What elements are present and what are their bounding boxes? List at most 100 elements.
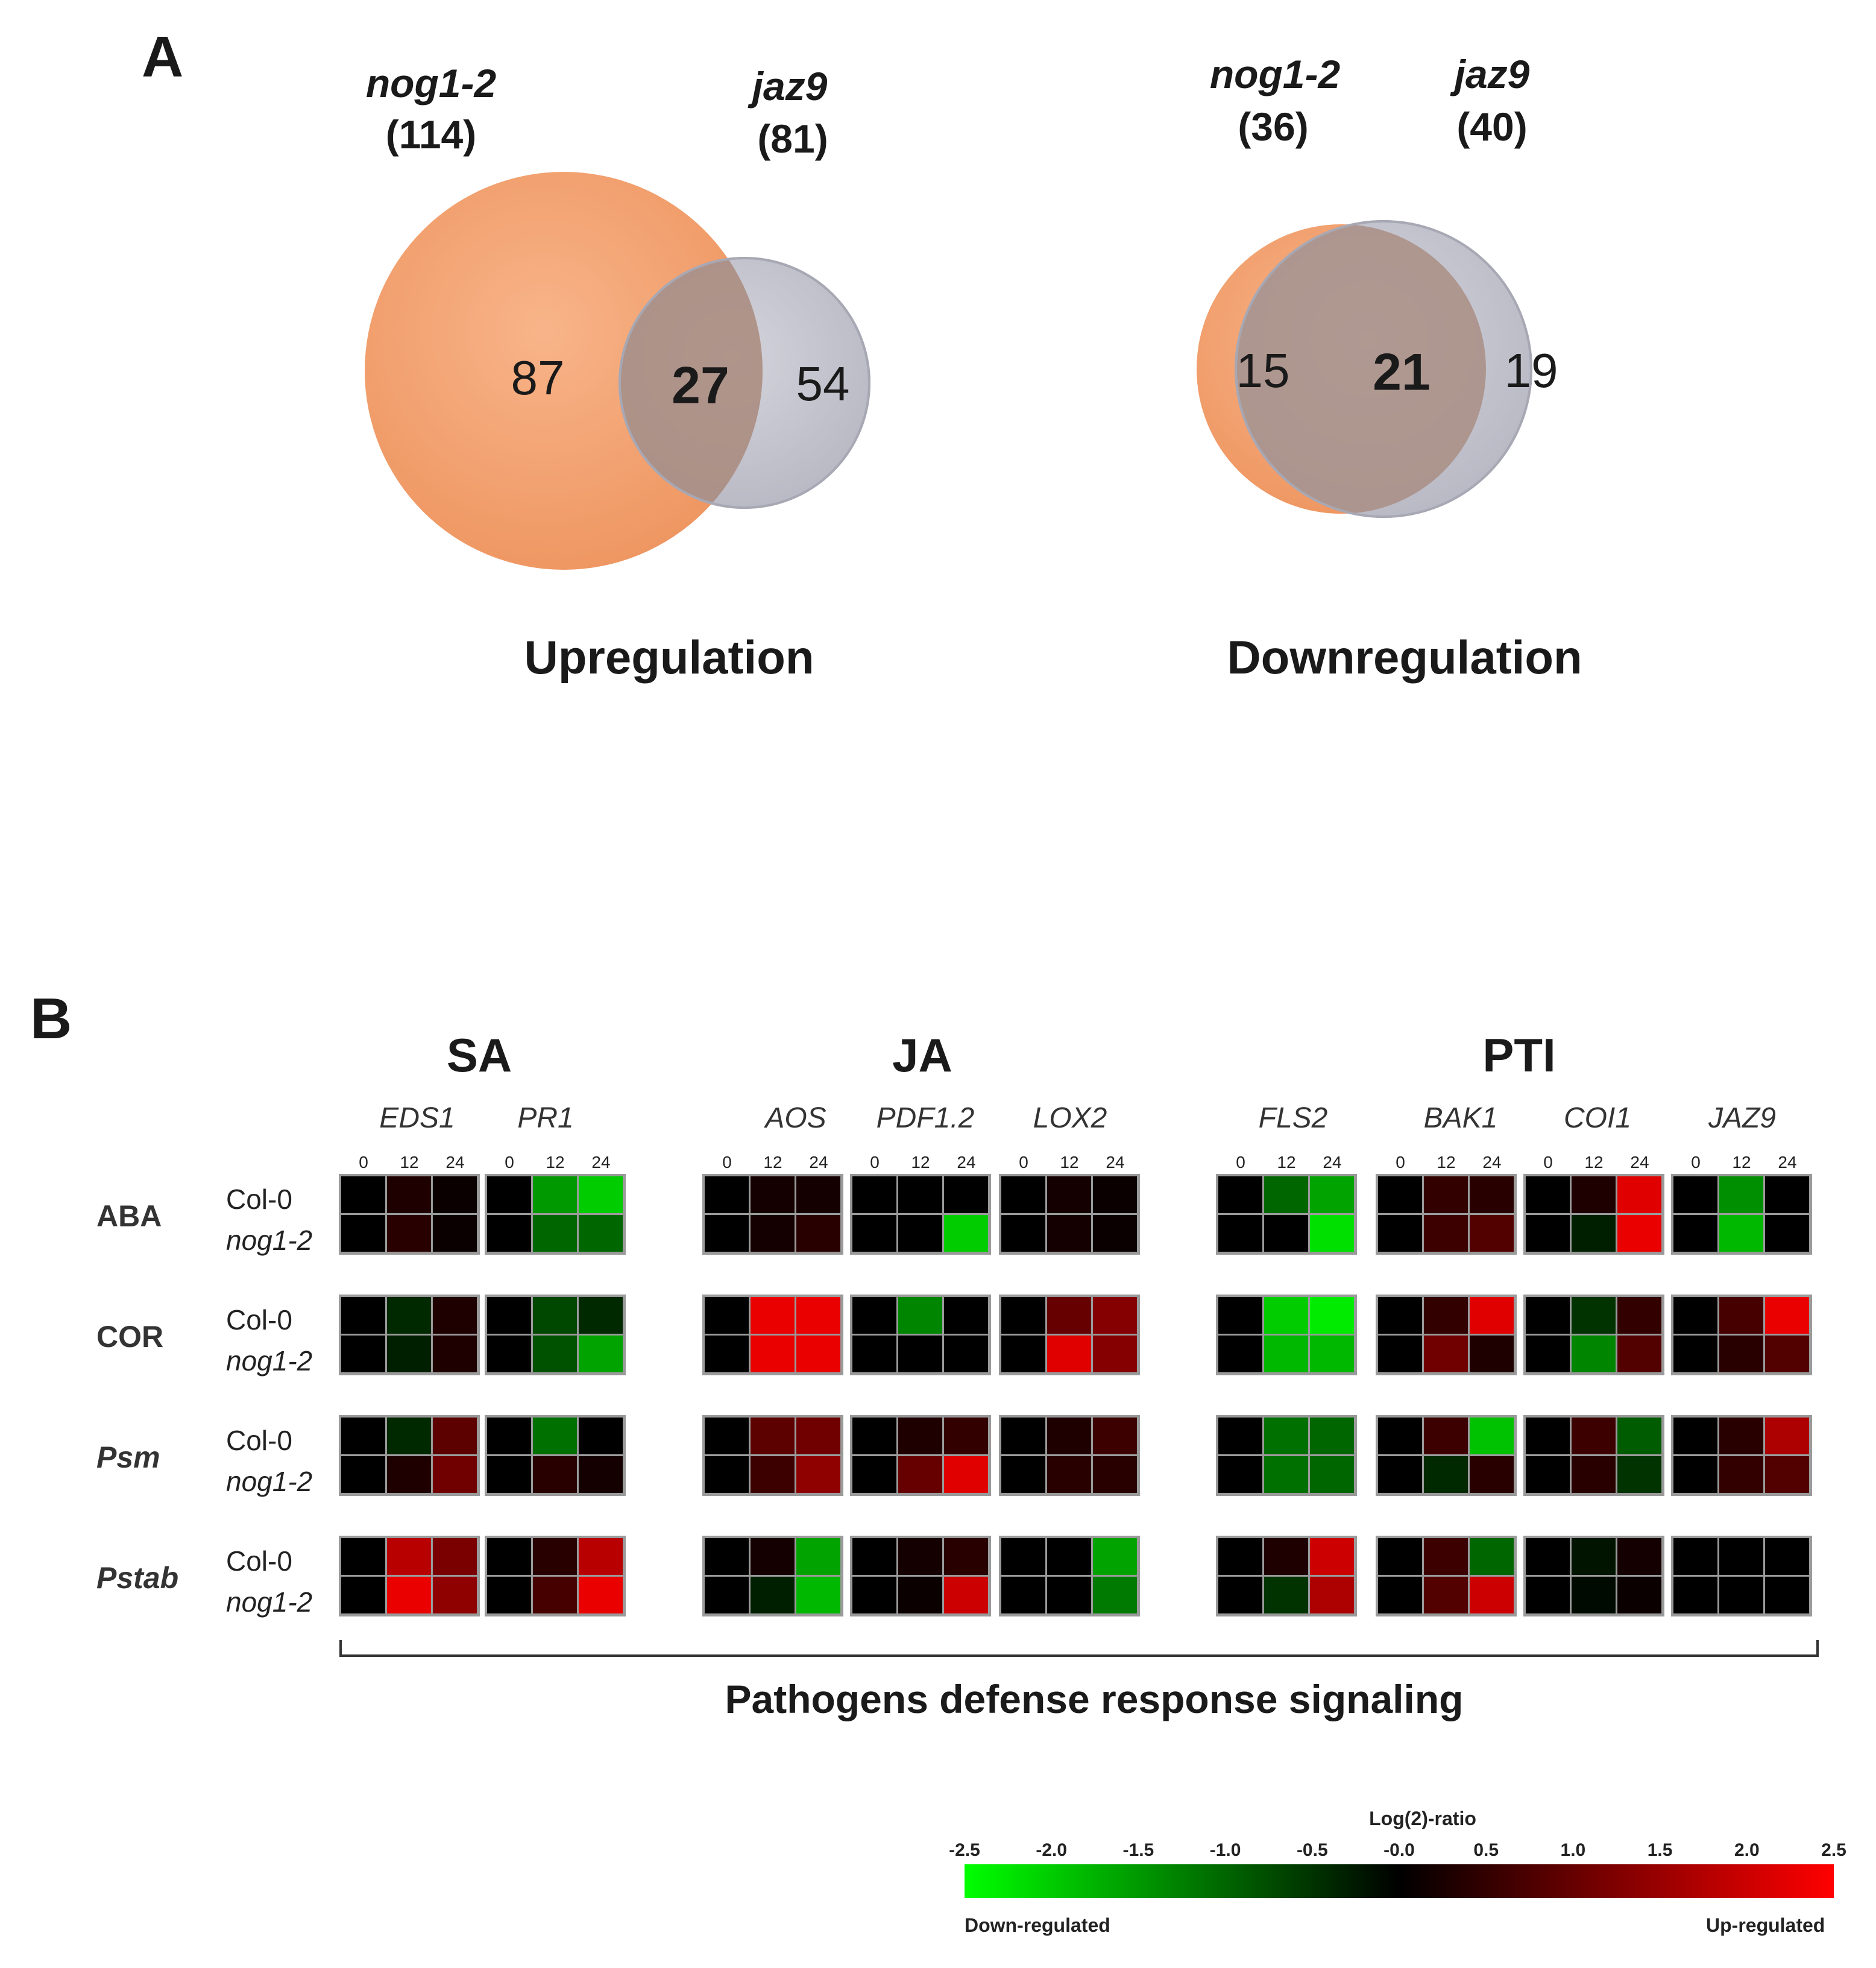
heatmap-cell bbox=[387, 1577, 431, 1613]
heatmap-cell bbox=[487, 1336, 531, 1372]
heatmap-cell bbox=[579, 1577, 623, 1613]
time-tick-label: 0 bbox=[1019, 1153, 1028, 1172]
heatmap-cell bbox=[1378, 1456, 1422, 1493]
colorbar bbox=[965, 1864, 1834, 1898]
heatmap-cell bbox=[579, 1297, 623, 1334]
heatmap-block-frame bbox=[1376, 1536, 1517, 1616]
heatmap-cell bbox=[1047, 1538, 1091, 1575]
time-tick-label: 12 bbox=[1060, 1153, 1079, 1172]
heatmap-cell bbox=[1673, 1456, 1717, 1493]
time-tick-label: 24 bbox=[1106, 1153, 1125, 1172]
heatmap-cell bbox=[796, 1336, 840, 1372]
venn-down-both: 21 bbox=[1373, 343, 1431, 402]
heatmap-cell bbox=[487, 1215, 531, 1252]
genotype-label-aba-col0: Col-0 bbox=[226, 1184, 292, 1215]
genotype-label-pstab-col0: Col-0 bbox=[226, 1545, 292, 1577]
heatmap-cell bbox=[852, 1215, 896, 1252]
genotype-label-aba-nog12: nog1-2 bbox=[226, 1225, 313, 1256]
heatmap-cell bbox=[341, 1297, 385, 1334]
heatmap-cell bbox=[852, 1176, 896, 1213]
time-tick-label: 12 bbox=[400, 1153, 419, 1172]
heatmap-cell bbox=[796, 1577, 840, 1613]
heatmap-cell bbox=[1673, 1418, 1717, 1454]
heatmap-cell bbox=[1378, 1577, 1422, 1613]
heatmap-cell bbox=[1093, 1336, 1137, 1372]
heatmap-cell bbox=[852, 1538, 896, 1575]
heatmap-block-frame bbox=[339, 1174, 480, 1255]
heatmap-cell bbox=[1378, 1336, 1422, 1372]
heatmap-cell bbox=[796, 1297, 840, 1334]
heatmap-cell bbox=[1470, 1577, 1514, 1613]
heatmap-cell bbox=[1673, 1176, 1717, 1213]
heatmap-cell bbox=[1617, 1577, 1661, 1613]
heatmap-block-frame bbox=[339, 1415, 480, 1496]
heatmap-cell bbox=[751, 1456, 795, 1493]
heatmap-cell bbox=[751, 1418, 795, 1454]
heatmap-block-frame bbox=[1523, 1415, 1664, 1496]
heatmap-block-frame bbox=[339, 1295, 480, 1375]
heatmap-cell bbox=[898, 1176, 942, 1213]
heatmap-cell bbox=[1572, 1297, 1616, 1334]
heatmap-cell bbox=[579, 1418, 623, 1454]
gene-label-pr1: PR1 bbox=[517, 1102, 574, 1134]
time-tick-label: 24 bbox=[1630, 1153, 1649, 1172]
heatmap-cell bbox=[1378, 1215, 1422, 1252]
heatmap-block-frame bbox=[1376, 1174, 1517, 1255]
heatmap-cell bbox=[433, 1176, 477, 1213]
heatmap-block-frame bbox=[1523, 1536, 1664, 1616]
heatmap-cell bbox=[1719, 1215, 1763, 1252]
heatmap-cell bbox=[898, 1215, 942, 1252]
heatmap-cell bbox=[579, 1176, 623, 1213]
heatmap-cell bbox=[796, 1418, 840, 1454]
heatmap-cell bbox=[1526, 1215, 1570, 1252]
heatmap-cell bbox=[852, 1418, 896, 1454]
heatmap-cell bbox=[1001, 1215, 1045, 1252]
heatmap-cell bbox=[1470, 1538, 1514, 1575]
heatmap-cell bbox=[1617, 1336, 1661, 1372]
heatmap-block-frame bbox=[999, 1295, 1140, 1375]
heatmap-cell bbox=[579, 1336, 623, 1372]
heatmap-block-frame bbox=[1671, 1295, 1812, 1375]
group-title-ja: JA bbox=[892, 1029, 952, 1082]
heatmap-cell bbox=[1093, 1538, 1137, 1575]
heatmap-cell bbox=[852, 1456, 896, 1493]
heatmap-cell bbox=[487, 1456, 531, 1493]
venn-up-both: 27 bbox=[672, 356, 729, 415]
heatmap-cell bbox=[1001, 1176, 1045, 1213]
heatmap-cell bbox=[1424, 1538, 1468, 1575]
heatmap-block-frame bbox=[485, 1415, 626, 1496]
heatmap-cell bbox=[1218, 1538, 1262, 1575]
heatmap-cell bbox=[705, 1215, 749, 1252]
heatmap-cell bbox=[1310, 1176, 1354, 1213]
heatmap-cell bbox=[852, 1297, 896, 1334]
heatmap-cell bbox=[1572, 1577, 1616, 1613]
time-tick-label: 0 bbox=[722, 1153, 732, 1172]
time-tick-label: 0 bbox=[1543, 1153, 1553, 1172]
heatmap-cell bbox=[1424, 1297, 1468, 1334]
heatmap-cell bbox=[1218, 1336, 1262, 1372]
colorbar-high-label: Up-regulated bbox=[1706, 1914, 1825, 1936]
heatmap-cell bbox=[1572, 1456, 1616, 1493]
heatmap-cell bbox=[387, 1538, 431, 1575]
heatmap-block-frame bbox=[702, 1295, 843, 1375]
genotype-label-cor-col0: Col-0 bbox=[226, 1304, 292, 1336]
heatmap-cell bbox=[533, 1418, 577, 1454]
heatmap-cell bbox=[944, 1418, 988, 1454]
venn-down-only2: 19 bbox=[1504, 344, 1558, 397]
heatmap-cell bbox=[1047, 1336, 1091, 1372]
heatmap-cell bbox=[1424, 1577, 1468, 1613]
heatmap-block-frame bbox=[850, 1174, 991, 1255]
heatmap-cell bbox=[1424, 1418, 1468, 1454]
heatmap-cell bbox=[1572, 1538, 1616, 1575]
heatmap-cell bbox=[852, 1577, 896, 1613]
time-tick-label: 0 bbox=[505, 1153, 514, 1172]
venn-up-set2-count: (81) bbox=[757, 116, 828, 161]
heatmap-cell bbox=[487, 1577, 531, 1613]
heatmap-cell bbox=[1047, 1418, 1091, 1454]
heatmap-cell bbox=[944, 1215, 988, 1252]
heatmap-cell bbox=[1264, 1176, 1308, 1213]
time-tick-label: 24 bbox=[1482, 1153, 1502, 1172]
heatmap-cell bbox=[1001, 1538, 1045, 1575]
heatmap-cell bbox=[341, 1336, 385, 1372]
heatmap-cell bbox=[1310, 1336, 1354, 1372]
